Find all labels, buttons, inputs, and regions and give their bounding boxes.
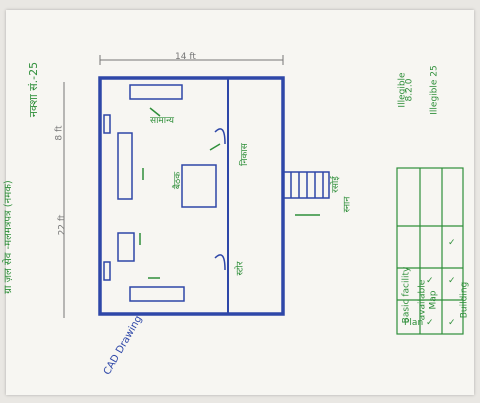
- left-dimension-label-1: 22 ft: [57, 214, 68, 236]
- kitchen-label: रसोई: [330, 176, 341, 193]
- table-header-1: Basic facility: [401, 266, 412, 324]
- wall-unit-top: [103, 114, 111, 134]
- table-header-4: Building: [459, 281, 470, 319]
- table-check-5: ✓: [448, 238, 456, 248]
- stairs: [282, 171, 330, 199]
- table-check-3: ✓: [426, 276, 434, 286]
- checklist-table: [396, 167, 464, 335]
- door-arc-bottom: [214, 254, 226, 271]
- arrow-1: [149, 107, 161, 117]
- table-row-plan: Plan: [404, 318, 424, 328]
- top-dimension-line: [99, 55, 284, 65]
- hallway-label: निकास: [239, 143, 250, 166]
- table-check-4: ✓: [448, 276, 456, 286]
- door-arc-top: [214, 128, 226, 145]
- bed-top: [129, 84, 183, 100]
- chair-left: [117, 232, 135, 262]
- center-room-label: बैठक: [173, 171, 184, 190]
- sofa-left: [117, 132, 133, 200]
- arrow-5: [209, 143, 221, 151]
- sheet-address: ग्रा ज़ल सेव -मलमत्रपत्र (नमक): [2, 180, 14, 294]
- signature-line-2: 8.2.0: [404, 78, 415, 102]
- signature-line-3: Illegible 25: [429, 65, 440, 115]
- bathroom-label: स्नान: [342, 196, 353, 213]
- left-room-label: सामान्य: [150, 116, 175, 126]
- top-dimension-label: 14 ft: [175, 52, 196, 62]
- small-room-label: स्टोर: [235, 261, 246, 276]
- outer-wall: [98, 76, 285, 316]
- table-check-1: ✓: [426, 318, 434, 328]
- left-dimension-label-2: 8 ft: [54, 125, 65, 141]
- table-header-3: Map: [428, 290, 439, 310]
- wall-unit-bottom: [103, 261, 111, 281]
- table-check-2: ✓: [448, 318, 456, 328]
- center-table: [181, 164, 217, 208]
- bed-bottom: [129, 286, 185, 302]
- sheet-title: नक्शा सं.-25: [27, 61, 41, 118]
- paper-sheet: [6, 10, 474, 395]
